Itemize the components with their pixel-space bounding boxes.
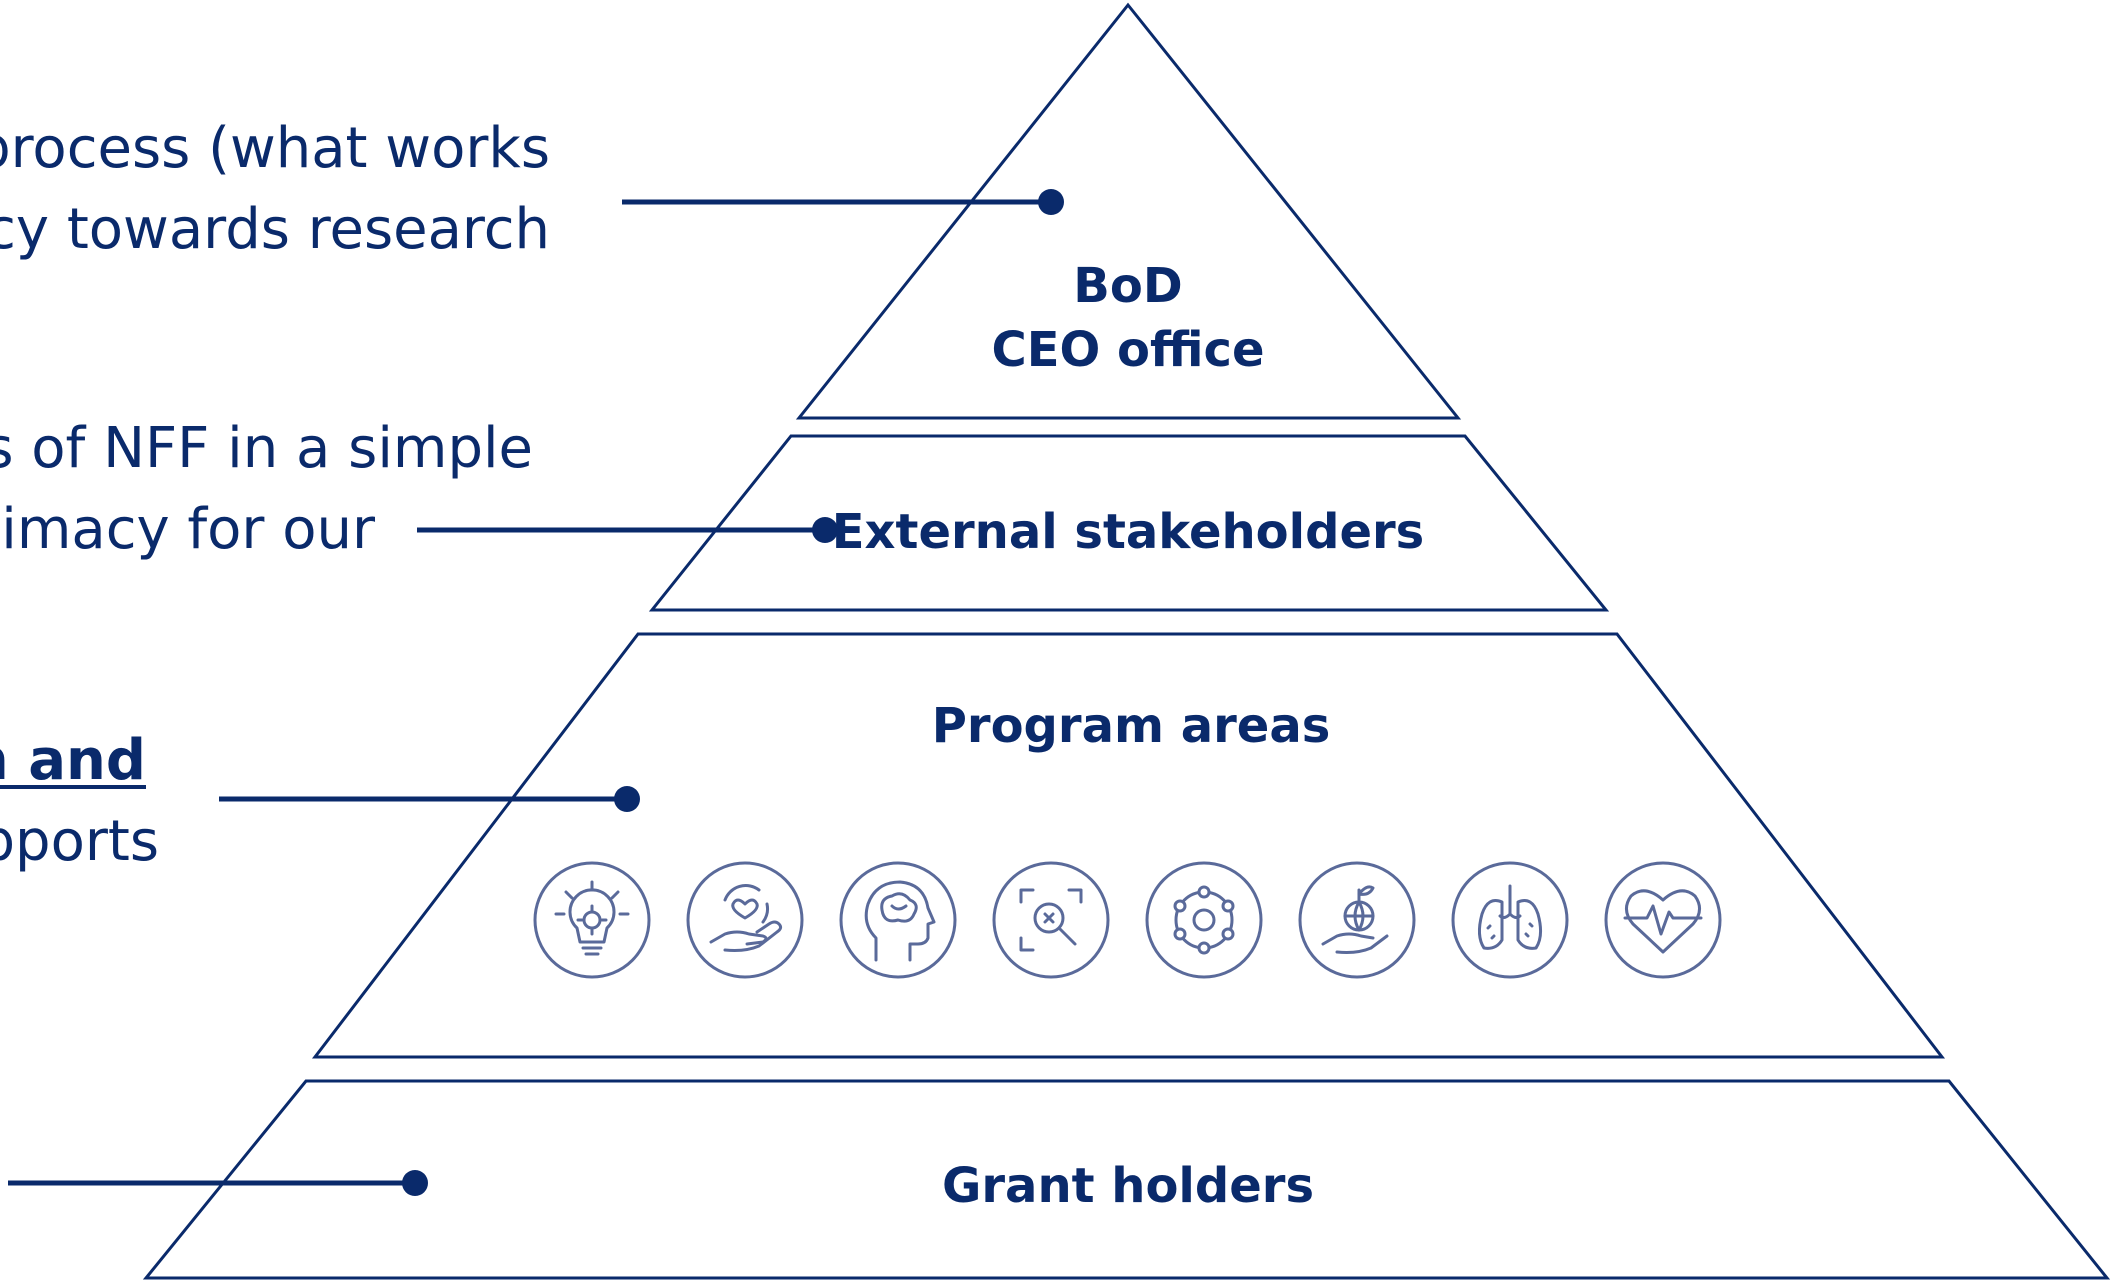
connector-dot-bod [1038,189,1064,215]
tier-shape-grant [142,1079,2111,1280]
heart-pulse-icon [1604,861,1722,979]
note-line: ss of NFF in a simple [0,416,533,481]
tier-label-line: Program areas [931,698,1331,754]
connector-dot-external [812,517,838,543]
note-line: pports [0,809,159,874]
note-line: process (what works [0,116,550,181]
lungs-icon [1451,861,1569,979]
connector-dot-program [614,786,640,812]
connector-dot-grant [402,1170,428,1196]
note-line: acy towards research [0,197,550,262]
note-line-emphasis: n and [0,728,146,793]
tier-label-grant: Grant holders [942,1154,1314,1218]
tier-label-program: Program areas [932,694,1331,758]
hand-heart-cycle-icon [686,861,804,979]
scan-magnifier-icon [992,861,1110,979]
tier-label-line: BoD [1073,258,1183,314]
tier-shape-top [795,2,1462,420]
note-line: itimacy for our [0,497,375,562]
tier-shape-program [311,632,1946,1059]
tier-label-line: Grant holders [941,1158,1315,1214]
lightbulb-gear-icon [533,861,651,979]
hand-globe-plant-icon [1298,861,1416,979]
tier-shape-external [648,434,1610,612]
tier-label-external: External stakeholders [832,500,1425,564]
tier-label-bod: BoD CEO office [991,254,1264,382]
tier-label-line: External stakeholders [831,504,1425,560]
network-molecule-icon [1145,861,1263,979]
head-brain-icon [839,861,957,979]
tier-label-line: CEO office [991,322,1265,378]
